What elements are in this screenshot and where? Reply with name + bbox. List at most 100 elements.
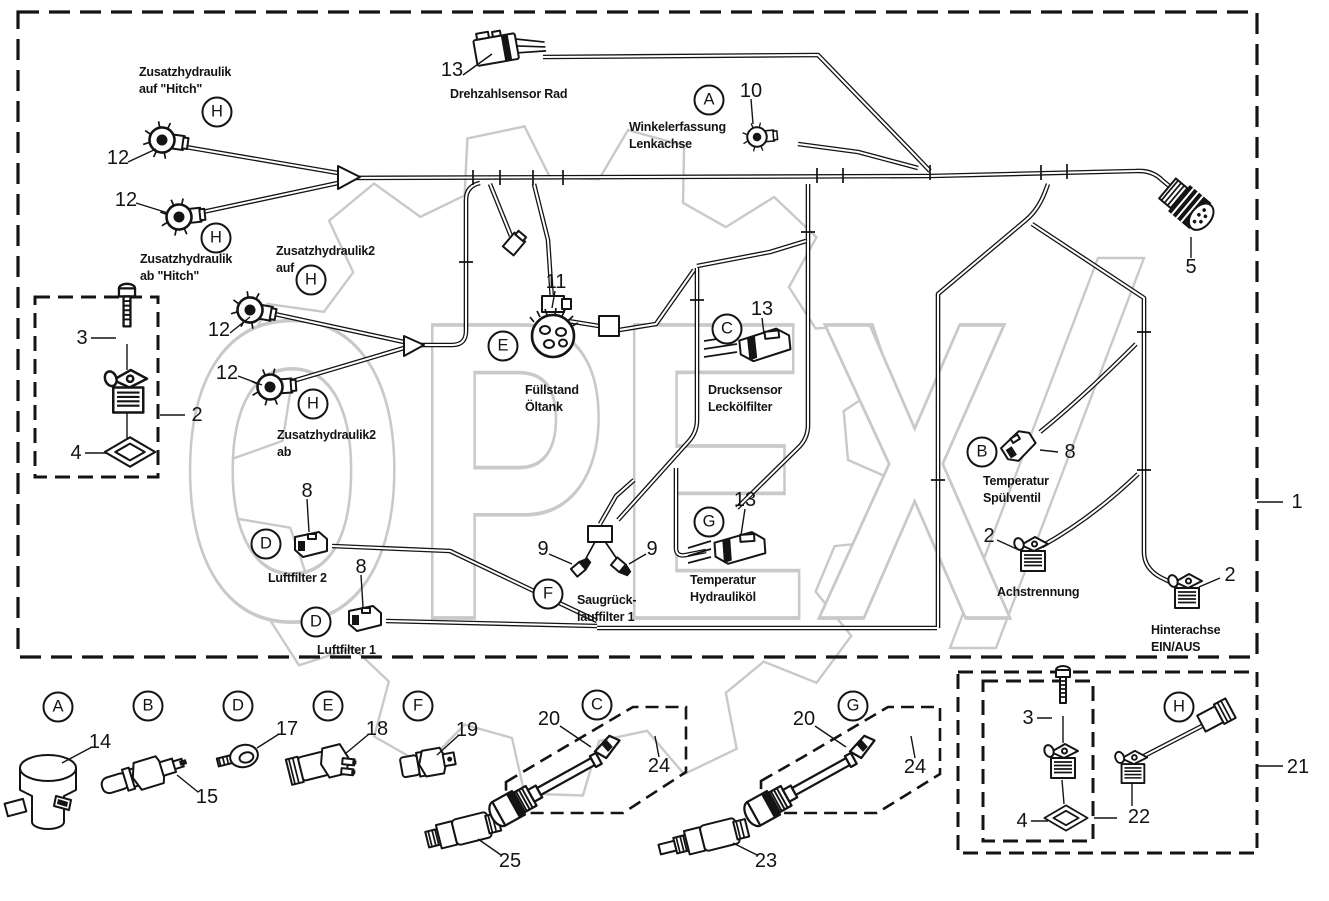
ref-circle-D-2: D [250,528,282,560]
legend-circle-G: G [837,690,869,722]
part-number-8-lf1: 8 [355,556,367,578]
part-number-10: 10 [739,80,763,102]
ref-circle-B: B [966,436,998,468]
label-luftfilter-1: Luftfilter 1 [317,642,376,659]
kit21-cable-block [1112,749,1149,785]
part-number-13-c: 13 [750,298,774,320]
part-number-18: 18 [365,718,389,740]
wheel-speed-sensor-connector [472,29,547,67]
part-number-13-g: 13 [733,489,757,511]
label-luftfilter-2: Luftfilter 2 [268,570,327,587]
label-line: Hydrauliköl [690,589,756,604]
legend-circle-E: E [312,690,344,722]
hydraulic-coupler-12b [157,195,209,239]
ref-circle-A: A [693,84,725,116]
label-line: Zusatzhydraulik [140,252,233,266]
part-number-1: 1 [1291,491,1303,513]
label-zusatzhydraulik-ab-hitch: Zusatzhydraulik ab "Hitch" [140,251,232,284]
branch-wedge [337,165,361,190]
watermark-slash [948,256,1146,650]
label-line: Temperatur [983,474,1049,488]
plug-kit-frame [33,295,160,479]
label-drucksensor-leckoelfilter: Drucksensor Leckölfilter [708,382,782,415]
label-line: Luftfilter 2 [268,571,327,585]
label-line: Winkelerfassung [629,120,726,134]
part-number-2-achs: 2 [983,525,995,547]
legend-circle-H: H [1163,691,1195,723]
hydraulic-coupler-12a [140,118,192,163]
kit-valve-plug [101,368,149,414]
angle-sensor-part-14 [3,754,77,830]
label-line: Luftfilter 1 [317,643,376,657]
part-number-12d: 12 [215,362,239,384]
pressure-switch-part-19 [399,746,457,779]
part-number-20-g: 20 [792,708,816,730]
label-line: lauffilter 1 [577,609,635,624]
label-fuellstand-oeltank: Füllstand Öltank [525,382,579,415]
rear-axle-valve-plug [1165,572,1203,609]
label-winkelerfassung-lenkachse: Winkelerfassung Lenkachse [629,119,726,152]
part-number-2-hint: 2 [1224,564,1236,586]
branch-wedge [403,335,425,357]
kit-22-frame [981,679,1095,843]
screw-sensor-part-17 [215,743,259,769]
valve-sensor-part-18 [284,743,357,786]
label-drehzahlsensor-rad: Drehzahlsensor Rad [450,86,567,103]
label-line: Hinterachse [1151,623,1221,637]
label-line: Zusatzhydraulik [139,65,232,79]
part-number-9a: 9 [537,538,549,560]
legend-circle-F: F [402,690,434,722]
label-line: Saugrück- [577,593,637,607]
cable-kit-c-frame [504,705,688,815]
part-number-12b: 12 [114,189,138,211]
part-number-8-lf2: 8 [301,480,313,502]
label-temperatur-spuelventil: Temperatur Spülventil [983,473,1049,506]
junction-ticks [459,164,1151,481]
inline-holder-block [598,315,620,337]
part-number-23: 23 [754,850,778,872]
cable-kit-g-frame [759,705,942,815]
label-line: Zusatzhydraulik2 [276,244,375,258]
label-line: EIN/AUS [1151,639,1201,654]
ref-circle-E: E [487,330,519,362]
kit-screw [117,282,137,328]
stub-cap-connector [501,229,528,257]
label-line: auf "Hitch" [139,81,203,96]
part-number-11: 11 [545,271,567,293]
label-line: Öltank [525,399,563,414]
label-line: Füllstand [525,383,579,397]
legend-circle-B: B [132,690,164,722]
part-number-24-g: 24 [903,756,927,778]
ref-circle-H-4: H [297,388,329,420]
round-multipin-connector-5 [1158,177,1215,231]
leader-lines [61,53,1283,856]
kit21-valve-plug [1041,742,1079,779]
part-number-25: 25 [498,850,522,872]
label-line: Leckölfilter [708,399,773,414]
oil-tank-level-connector [529,295,579,359]
kit-seal [103,436,157,468]
part-number-3-kit21: 3 [1022,707,1034,729]
ref-circle-H-2: H [200,222,232,254]
kit-21-frame [956,670,1259,855]
kit21-cable-plug [1196,697,1237,733]
label-zusatzhydraulik2-ab: Zusatzhydraulik2 ab [277,427,376,460]
part-number-20-c: 20 [537,708,561,730]
part-number-19: 19 [455,719,479,741]
part-number-17: 17 [275,718,299,740]
watermark-gear: OPEX [176,125,1146,797]
label-zusatzhydraulik-auf-hitch: Zusatzhydraulik auf "Hitch" [139,64,231,97]
part-number-4-kit: 4 [70,442,82,464]
main-harness-frame [16,10,1259,659]
label-hinterachse-ein-aus: Hinterachse EIN/AUS [1151,622,1221,655]
part-number-14: 14 [88,731,112,753]
label-line: Zusatzhydraulik2 [277,428,376,442]
part-number-13-top: 13 [440,59,464,81]
label-line: Spülventil [983,490,1041,505]
label-line: Drucksensor [708,383,783,397]
label-line: auf [276,260,295,275]
label-line: ab "Hitch" [140,268,200,283]
ref-circle-G: G [693,506,725,538]
